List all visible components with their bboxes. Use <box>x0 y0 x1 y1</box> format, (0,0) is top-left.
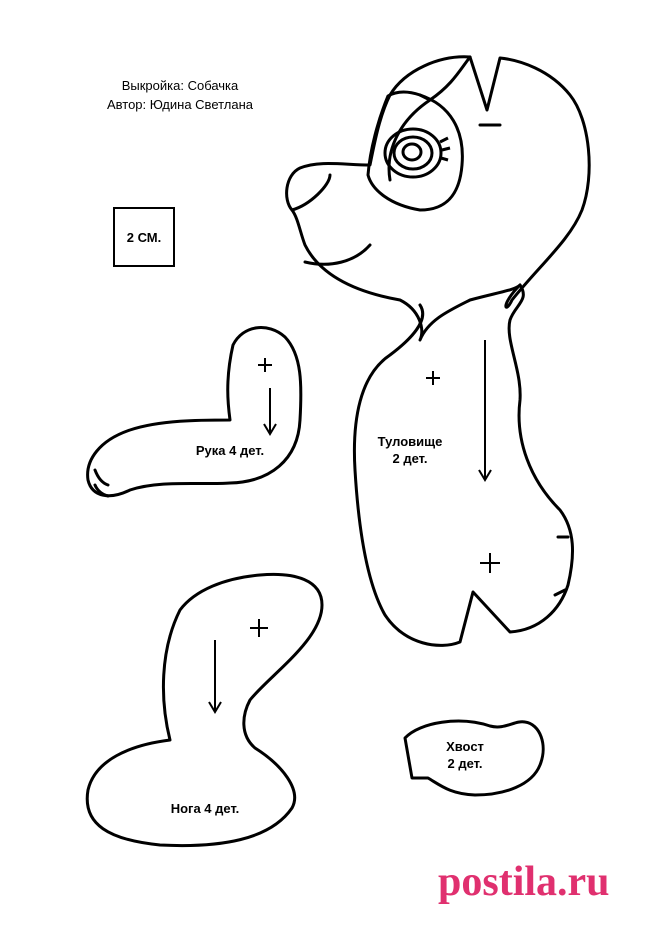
body-plus-icon-1 <box>426 371 440 385</box>
tail-outline <box>403 719 545 797</box>
arm-plus-icon <box>258 358 272 372</box>
body-plus-icon-2 <box>480 553 500 573</box>
tail-label: Хвост 2 дет. <box>425 738 505 772</box>
body-arrow-icon <box>478 340 492 482</box>
tail-name: Хвост <box>446 739 484 754</box>
body-name: Туловище <box>377 434 443 449</box>
ear-patch <box>366 90 464 212</box>
pattern-title: Выкройка: Собачка <box>121 78 239 93</box>
arm-arrow-icon <box>263 388 277 436</box>
leg-plus-icon <box>250 619 268 637</box>
tail-count: 2 дет. <box>447 756 483 771</box>
scale-label: 2 СМ. <box>126 229 162 245</box>
arm-label: Рука 4 дет. <box>195 443 265 458</box>
arm-outline <box>86 326 303 498</box>
arm-claw-2 <box>93 483 110 498</box>
author-line: Автор: Юдина Светлана <box>106 97 254 112</box>
scale-square: 2 СМ. <box>113 207 175 267</box>
mouth-line <box>303 243 372 266</box>
arm-claw-1 <box>93 468 110 487</box>
body-count: 2 дет. <box>392 451 428 466</box>
head-outline <box>285 55 591 342</box>
body-outline <box>352 283 574 647</box>
body-dart-2 <box>553 588 567 597</box>
ear-inner-line <box>387 98 432 182</box>
muzzle-line <box>290 173 332 212</box>
leg-label: Нога 4 дет. <box>170 801 240 816</box>
leg-outline <box>85 572 324 848</box>
body-label: Туловище 2 дет. <box>360 433 460 467</box>
watermark: postila.ru <box>438 859 610 905</box>
eye-icon <box>383 127 451 179</box>
construction-marks <box>208 340 500 714</box>
leg-arrow-icon <box>208 640 222 714</box>
